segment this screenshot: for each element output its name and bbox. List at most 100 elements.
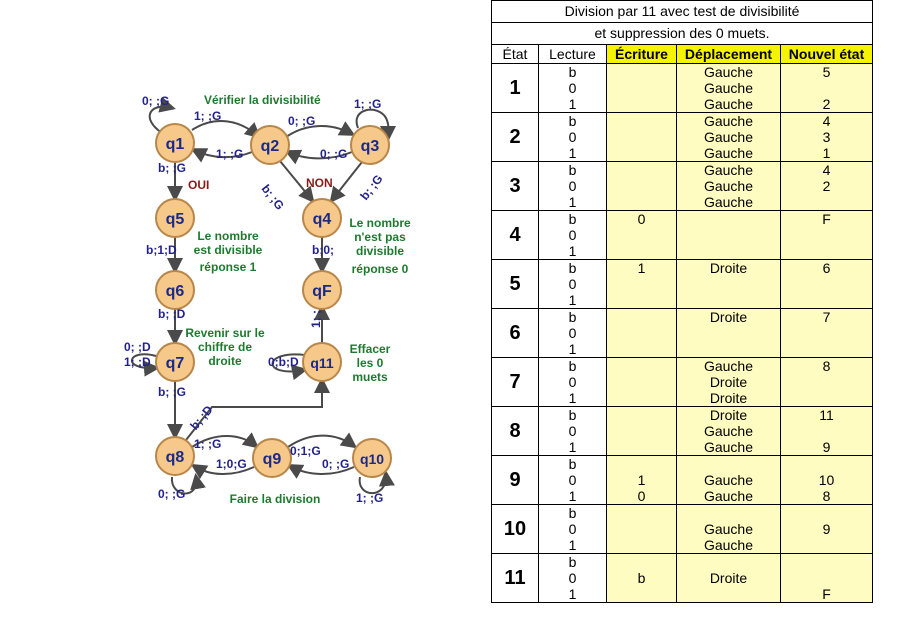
edge-q9-q10 bbox=[287, 432, 358, 449]
cell-nouvel-etat bbox=[779, 537, 874, 554]
cell-lecture: b bbox=[538, 63, 607, 80]
edge-q1-q2 bbox=[191, 120, 261, 139]
cell-nouvel-etat: 11 bbox=[779, 406, 874, 423]
cell-lecture: b bbox=[538, 504, 607, 521]
header-etat: État bbox=[491, 44, 539, 64]
label-q9-q8: 1;0;G bbox=[216, 457, 247, 471]
label-q11-qF: 1; ; bbox=[309, 310, 323, 328]
cell-deplacement bbox=[676, 341, 781, 358]
note-back-2: chiffre de bbox=[198, 340, 252, 354]
cell-ecriture bbox=[606, 374, 677, 390]
cell-deplacement: Gauche bbox=[676, 145, 781, 162]
cell-deplacement bbox=[676, 504, 781, 521]
edge-q3-loop bbox=[355, 108, 397, 142]
cell-lecture: b bbox=[538, 553, 607, 570]
cell-state: 7 bbox=[491, 357, 539, 407]
cell-ecriture bbox=[606, 439, 677, 456]
cell-nouvel-etat: 10 bbox=[779, 472, 874, 488]
node-q8: q8 bbox=[155, 436, 195, 476]
cell-deplacement: Gauche bbox=[676, 112, 781, 129]
annotations: Vérifier la divisibilité OUI NON Le nomb… bbox=[185, 93, 411, 506]
cell-deplacement: Gauche bbox=[676, 423, 781, 439]
cell-nouvel-etat: 9 bbox=[779, 439, 874, 456]
cell-deplacement: Gauche bbox=[676, 178, 781, 194]
cell-state: 4 bbox=[491, 210, 539, 260]
cell-deplacement: Gauche bbox=[676, 521, 781, 537]
note-notdiv-1: Le nombre bbox=[349, 216, 411, 230]
cell-nouvel-etat: 8 bbox=[779, 357, 874, 374]
cell-nouvel-etat bbox=[779, 325, 874, 341]
cell-nouvel-etat: 2 bbox=[779, 178, 874, 194]
cell-deplacement: Gauche bbox=[676, 194, 781, 211]
cell-ecriture bbox=[606, 308, 677, 325]
node-q4: q4 bbox=[302, 198, 342, 238]
node-q7: q7 bbox=[155, 342, 195, 382]
cell-ecriture bbox=[606, 145, 677, 162]
cell-deplacement bbox=[676, 455, 781, 472]
cell-ecriture bbox=[606, 455, 677, 472]
cell-lecture: b bbox=[538, 161, 607, 178]
edge-q11-loop bbox=[271, 353, 308, 381]
state-diagram: q1 q2 q3 q4 q5 q6 q7 q8 q9 q10 q11 qF 0;… bbox=[124, 93, 411, 506]
note-erase-3: muets bbox=[352, 370, 388, 384]
label-q3-q4: b; ;G bbox=[357, 172, 385, 203]
table-header-row: État Lecture Écriture Déplacement Nouvel… bbox=[491, 44, 874, 64]
cell-deplacement: Gauche bbox=[676, 537, 781, 554]
cell-deplacement: Droite bbox=[676, 374, 781, 390]
cell-deplacement: Gauche bbox=[676, 472, 781, 488]
header-nouvel-etat: Nouvel état bbox=[779, 44, 874, 64]
cell-nouvel-etat bbox=[779, 504, 874, 521]
note-divisible-1: Le nombre bbox=[197, 229, 259, 243]
label-q2-q1: 1; ;G bbox=[216, 147, 243, 161]
cell-nouvel-etat bbox=[779, 276, 874, 292]
cell-ecriture bbox=[606, 194, 677, 211]
svg-text:q7: q7 bbox=[166, 355, 185, 372]
cell-nouvel-etat bbox=[779, 570, 874, 586]
cell-lecture: b bbox=[538, 308, 607, 325]
cell-nouvel-etat: 9 bbox=[779, 521, 874, 537]
label-q7-loop-b: 1; ;D bbox=[124, 355, 151, 369]
node-q1: q1 bbox=[155, 123, 195, 163]
note-divisible-2: est divisible bbox=[194, 243, 263, 257]
table-row: 1 bbox=[492, 243, 874, 260]
svg-text:q3: q3 bbox=[361, 138, 380, 155]
table-row: 0 bbox=[492, 276, 874, 292]
cell-nouvel-etat bbox=[779, 374, 874, 390]
svg-text:q4: q4 bbox=[313, 211, 332, 228]
label-q7-q8: b; ;G bbox=[158, 385, 186, 399]
edge-q7-loop bbox=[131, 353, 160, 377]
note-oui: OUI bbox=[188, 178, 209, 192]
label-q10-loop: 1; ;G bbox=[356, 491, 383, 505]
cell-lecture: 0 bbox=[538, 570, 607, 586]
header-lecture: Lecture bbox=[538, 44, 607, 64]
cell-nouvel-etat: F bbox=[779, 210, 874, 227]
cell-ecriture bbox=[606, 80, 677, 96]
label-q7-loop-a: 0; ;D bbox=[124, 340, 151, 354]
label-q5-q6: b;1;D bbox=[146, 243, 177, 257]
svg-text:q10: q10 bbox=[360, 451, 384, 467]
cell-deplacement: Droite bbox=[676, 259, 781, 276]
cell-ecriture bbox=[606, 227, 677, 243]
cell-state: 6 bbox=[491, 308, 539, 358]
cell-deplacement bbox=[676, 276, 781, 292]
node-q9: q9 bbox=[252, 438, 292, 478]
note-notdiv-4: réponse 0 bbox=[352, 262, 409, 276]
cell-ecriture bbox=[606, 112, 677, 129]
label-q2-q4: b; ;G bbox=[259, 182, 287, 213]
cell-deplacement bbox=[676, 227, 781, 243]
cell-lecture: b bbox=[538, 357, 607, 374]
cell-deplacement bbox=[676, 292, 781, 309]
cell-nouvel-etat: 2 bbox=[779, 96, 874, 113]
node-q2: q2 bbox=[250, 125, 290, 165]
cell-lecture: 1 bbox=[538, 586, 607, 603]
cell-nouvel-etat: 4 bbox=[779, 161, 874, 178]
